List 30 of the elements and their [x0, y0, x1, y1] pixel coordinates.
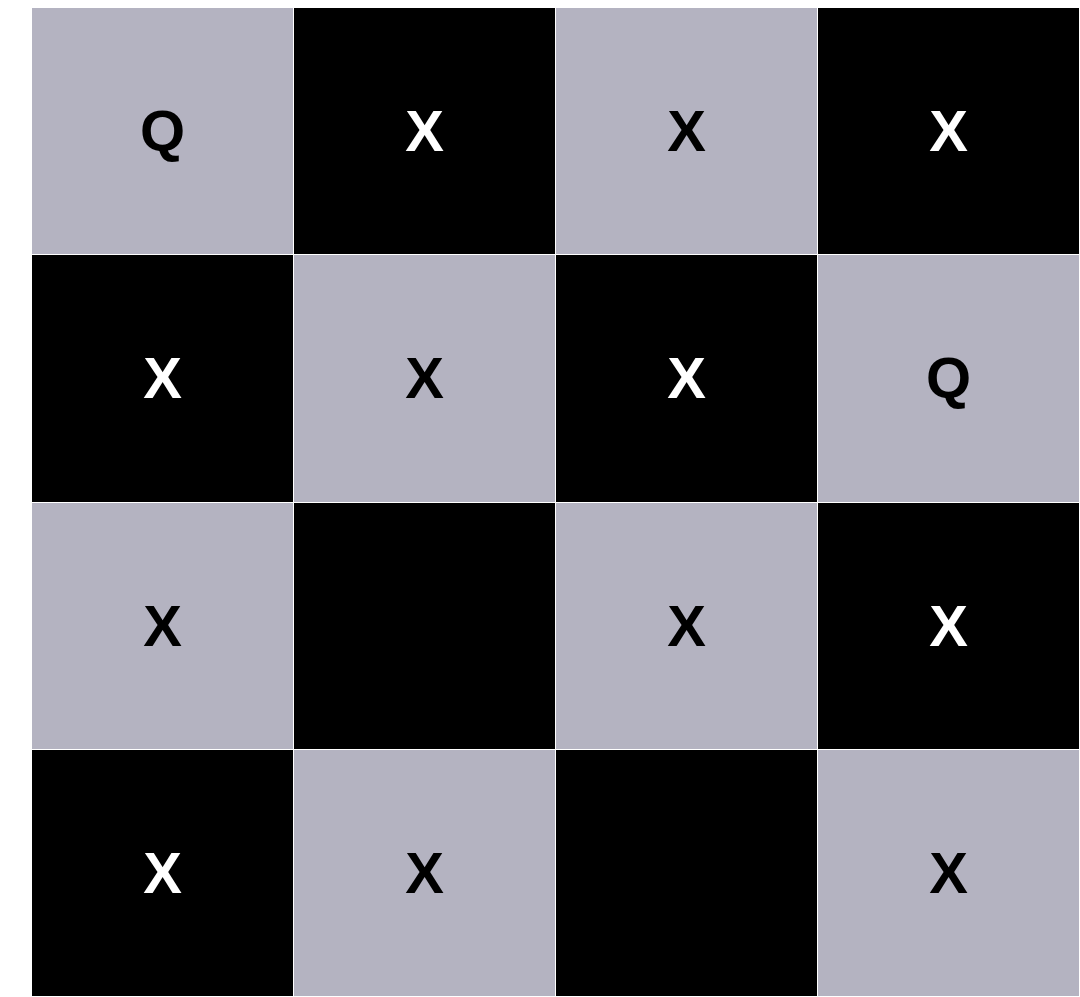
board-square — [294, 8, 555, 255]
square-mark: X — [667, 349, 706, 408]
square-mark: X — [405, 843, 444, 902]
square-mark: X — [143, 596, 182, 655]
board-square — [818, 502, 1079, 749]
square-mark: X — [929, 102, 968, 161]
board-square — [294, 749, 555, 996]
board-square — [32, 502, 293, 749]
board-square — [294, 502, 555, 749]
board-square — [818, 749, 1079, 996]
board-square — [556, 749, 817, 996]
board-square — [818, 255, 1079, 502]
square-mark: X — [667, 596, 706, 655]
square-mark: X — [143, 349, 182, 408]
board-square — [818, 8, 1079, 255]
board-square — [294, 255, 555, 502]
square-mark: X — [405, 349, 444, 408]
board-square — [32, 8, 293, 255]
square-mark: X — [929, 596, 968, 655]
square-mark: X — [667, 102, 706, 161]
square-mark: Q — [925, 349, 972, 408]
square-mark: Q — [139, 102, 186, 161]
board-square — [32, 255, 293, 502]
square-mark: X — [143, 843, 182, 902]
board-square — [32, 749, 293, 996]
board-square — [556, 8, 817, 255]
square-mark: X — [405, 102, 444, 161]
square-mark: X — [929, 843, 968, 902]
board-square — [556, 502, 817, 749]
board-square — [556, 255, 817, 502]
